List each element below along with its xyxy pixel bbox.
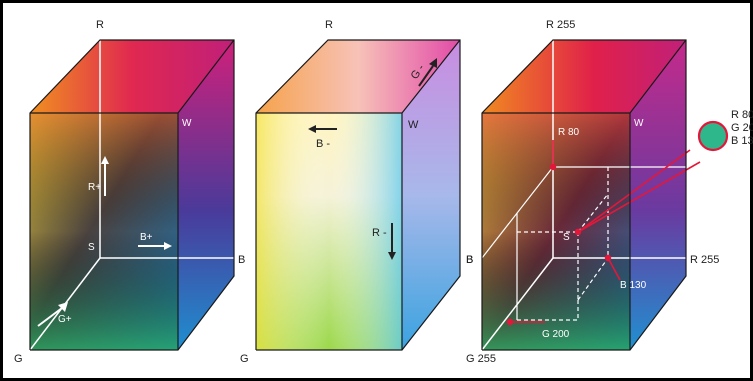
cube2-label-w: W	[408, 119, 419, 131]
cube2-label-g: G	[240, 353, 249, 365]
cube1-label-w: W	[182, 118, 192, 129]
cube3-swatch-g: G 20	[731, 122, 753, 134]
cube2-label-b: B	[466, 254, 473, 266]
cube3-measure-lines	[510, 140, 701, 323]
cube1-label-s: S	[88, 242, 95, 253]
cube-1: R W B G S R+ B+ G+	[14, 19, 245, 365]
cube-2: R W B G G - B - R -	[240, 19, 473, 365]
cube3-markers	[506, 163, 612, 326]
cube2-g-arrow	[418, 65, 434, 87]
cube1-label-g: G	[14, 353, 23, 365]
cube1-label-r: R	[96, 19, 104, 31]
cube2-label-r: R	[325, 19, 333, 31]
cube2-top-face	[256, 40, 460, 113]
cube2-arrow-r-minus: R -	[372, 227, 387, 239]
cube3-top-face	[482, 40, 686, 113]
cube3-label-b130: B 130	[620, 280, 647, 291]
cube3-label-g255: G 255	[466, 353, 496, 365]
cube1-label-b: B	[238, 254, 245, 266]
cube3-color-swatch	[697, 120, 729, 152]
cube3-label-b: B	[466, 254, 473, 266]
cube3-swatch-r: R 80	[731, 109, 753, 121]
cube3-label-r255: R 255	[546, 19, 575, 31]
cube1-top-face	[30, 40, 234, 113]
cube2-arrow-b-minus: B -	[316, 138, 330, 150]
cube-3: R 255 W B G 255 S R 255 R 80 B 130 G 200…	[466, 19, 753, 365]
cube3-label-w: W	[634, 118, 644, 129]
cube1-arrow-r-plus: R+	[88, 182, 101, 193]
cube3-swatch-b: B 13	[731, 135, 753, 147]
cube1-side-face	[178, 40, 234, 350]
cube3-label-r80: R 80	[558, 127, 580, 138]
cube3-side-face	[630, 40, 686, 350]
cube2-side-face	[402, 40, 460, 350]
cube1-arrow-g-plus: G+	[58, 314, 72, 325]
cube1-g-arrow	[37, 307, 63, 327]
cube3-label-s: S	[563, 232, 570, 243]
cube3-label-b255: R 255	[690, 254, 719, 266]
cube3-label-g200: G 200	[542, 329, 570, 340]
cube1-arrow-b-plus: B+	[140, 232, 153, 243]
cube3-construction-lines	[517, 167, 609, 321]
